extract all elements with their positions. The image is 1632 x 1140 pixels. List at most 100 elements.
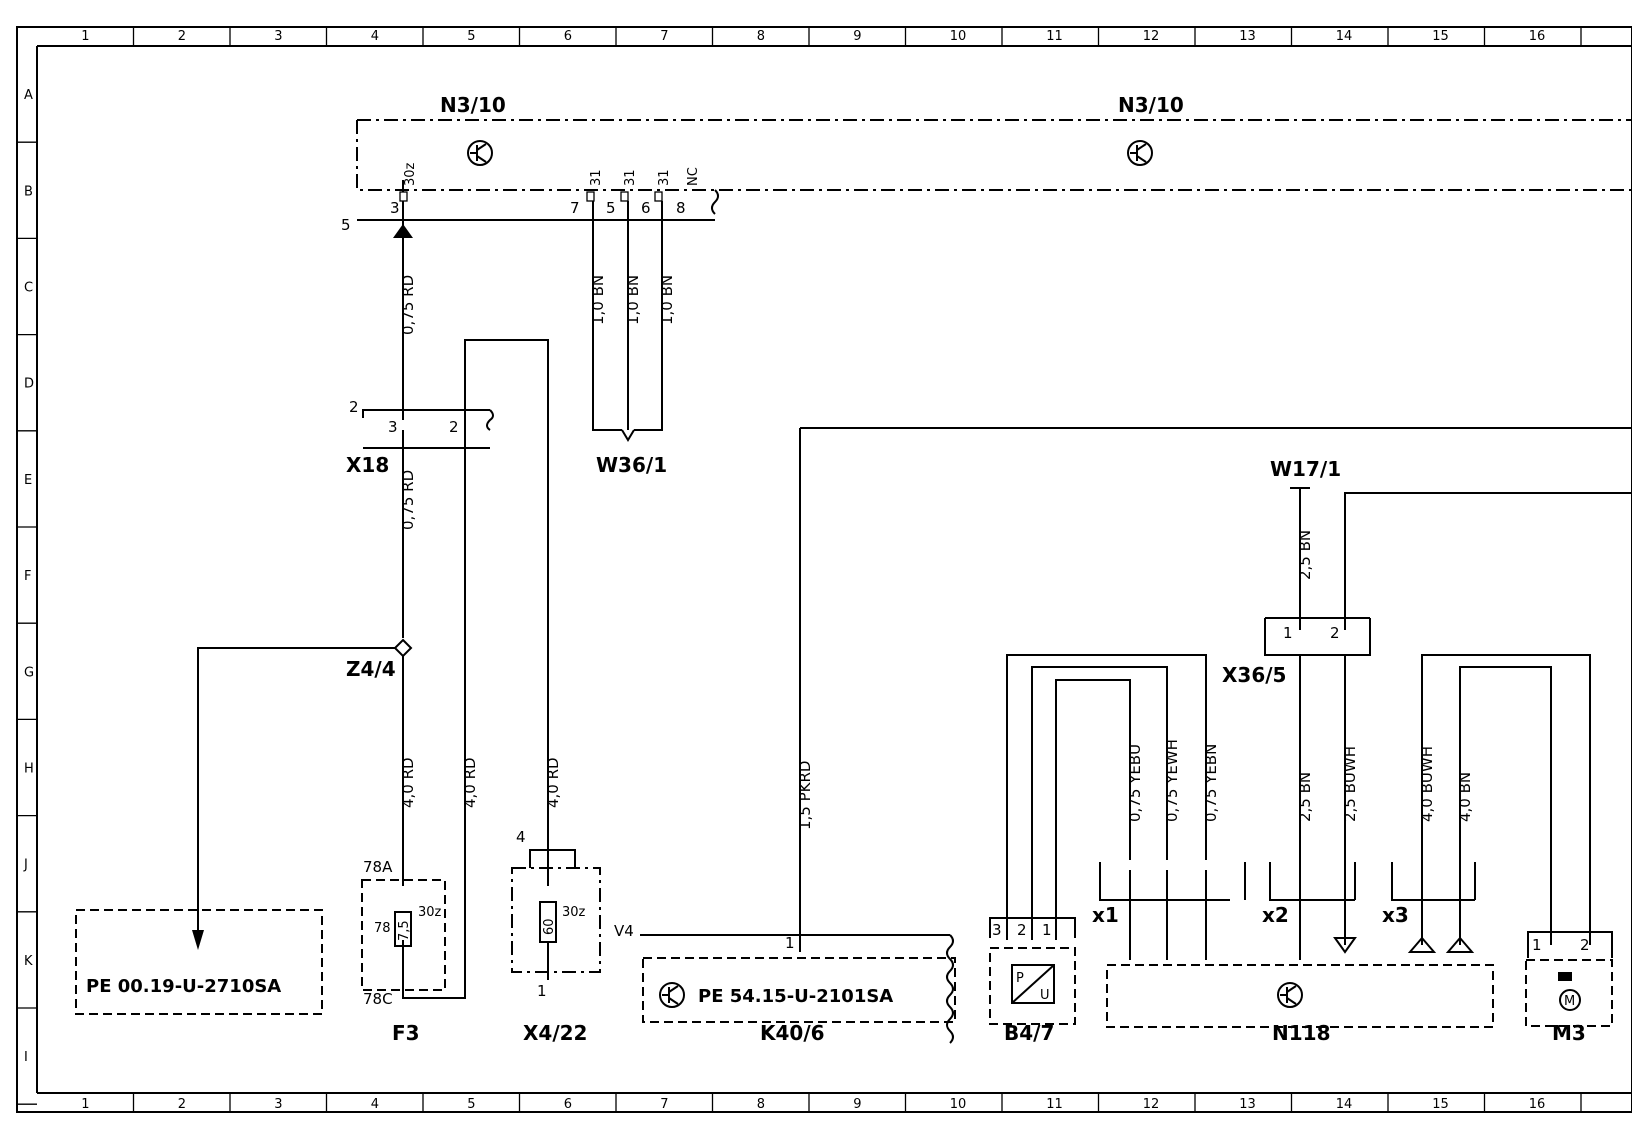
transistor-icon <box>659 982 685 1008</box>
wire-label: 0,75 YEWH <box>1163 739 1181 822</box>
wire-label: 0,75 RD <box>399 470 417 530</box>
x18-pin-3: 3 <box>388 418 398 436</box>
transistor-icon <box>1277 982 1303 1008</box>
pe-reference-k40[interactable]: PE 54.15-U-2101SA <box>698 986 893 1007</box>
k40-6-connector <box>640 934 954 1044</box>
x36-5-label: X36/5 <box>1222 663 1286 687</box>
f3-pin-78: 78 <box>374 921 391 936</box>
arrow-down-icon <box>192 930 204 950</box>
b4-7-wires <box>1006 654 1207 940</box>
f3-pin-78c: 78C <box>363 990 393 1008</box>
grid-row-label: G <box>24 665 34 680</box>
grid-row-label: F <box>24 569 31 584</box>
pressure-sensor-icon <box>1011 964 1055 1004</box>
x18-connector-number: 2 <box>349 398 359 416</box>
wire-label: 4,0 RD <box>399 757 417 808</box>
n3-pin-nc-label: NC <box>686 167 701 186</box>
connector-arrow-icon <box>393 224 413 238</box>
grid-row-label: B <box>24 184 33 199</box>
grid-column-label: 16 <box>1529 29 1546 44</box>
x2-connector <box>1269 862 1356 901</box>
pe-reference-box[interactable] <box>75 909 323 1015</box>
n3-pin-31-label: 31 <box>589 169 604 186</box>
n3-pin-5 <box>620 191 629 202</box>
grid-column-label: 7 <box>660 1097 668 1112</box>
pe-reference-left[interactable]: PE 00.19-U-2710SA <box>86 976 281 997</box>
grid-row-label: C <box>24 281 33 296</box>
wire-label: 1,0 BN <box>624 275 642 325</box>
x1-label: x1 <box>1092 903 1119 927</box>
grid-column-label: 4 <box>371 1097 379 1112</box>
grid-column-label: 9 <box>853 1097 861 1112</box>
grid-column-label: 10 <box>950 29 967 44</box>
wire-label: 0,75 YEBN <box>1202 744 1220 822</box>
n3-pin-3-label: 3 <box>390 199 400 217</box>
n3-connector-5-label: 5 <box>341 216 351 234</box>
f3-pin-30z: 30z <box>418 905 442 920</box>
f3-fuse-box <box>361 879 446 991</box>
grid-column-label: 6 <box>564 29 572 44</box>
arrow-up-icon <box>1407 936 1437 953</box>
x4-22-pin-1: 1 <box>537 982 547 1000</box>
n3-pin-6 <box>654 191 663 202</box>
w17-1-ground <box>1290 487 1310 630</box>
wire-label: 2,5 BN <box>1296 530 1314 580</box>
grid-column-label: 5 <box>467 1097 475 1112</box>
grid-column-label: 12 <box>1143 29 1160 44</box>
grid-column-label: 1 <box>81 1097 89 1112</box>
grid-column-label: 11 <box>1046 1097 1063 1112</box>
grid-row-label: J <box>23 858 28 873</box>
grid-column-label: 9 <box>853 29 861 44</box>
x4-22-label: X4/22 <box>523 1021 587 1045</box>
x3-connector <box>1391 862 1476 901</box>
n3-connector-5 <box>357 189 719 221</box>
k40-6-v4: V4 <box>614 922 634 940</box>
grid-column-label: 6 <box>564 1097 572 1112</box>
grid-column-label: 12 <box>1143 1097 1160 1112</box>
m3-connector <box>1527 931 1613 958</box>
n3-pin-5-label: 5 <box>606 199 616 217</box>
x2-wires <box>1299 655 1346 960</box>
n3-pin-6-label: 6 <box>641 199 651 217</box>
grid-column-label: 2 <box>178 1097 186 1112</box>
wire-label: 1,0 BN <box>658 275 676 325</box>
grid-row-label: E <box>24 473 32 488</box>
wire-label: 1,0 BN <box>589 275 607 325</box>
x1-connector <box>1099 862 1246 901</box>
n118-label: N118 <box>1272 1021 1331 1045</box>
grid-column-label: 7 <box>660 29 668 44</box>
grid-column-label: 3 <box>274 1097 282 1112</box>
n3-pin-8-label: 8 <box>676 199 686 217</box>
arrow-up-icon <box>1445 936 1475 953</box>
m3-pin-1: 1 <box>1532 936 1542 954</box>
b4-7-label: B4/7 <box>1004 1021 1054 1045</box>
b4-7-pin-3: 3 <box>992 921 1002 939</box>
grid-column-label: 8 <box>757 29 765 44</box>
grid-column-label: 13 <box>1239 29 1256 44</box>
arrow-down-icon <box>1333 937 1357 954</box>
n3-pin-7 <box>586 191 595 202</box>
wire-label: 0,75 YEBU <box>1126 744 1144 822</box>
w36-1-label: W36/1 <box>596 453 667 477</box>
n118-box <box>1106 964 1494 1028</box>
k40-6-label: K40/6 <box>760 1021 825 1045</box>
x18-pin-2: 2 <box>449 418 459 436</box>
m3-motor-label: M <box>1564 994 1575 1009</box>
transistor-icon <box>1127 140 1153 166</box>
n3-pin-7-label: 7 <box>570 199 580 217</box>
grid-column-label: 14 <box>1336 29 1353 44</box>
n3-pin-30z-label: 30z <box>403 162 418 186</box>
wire-label: 4,0 BN <box>1456 772 1474 822</box>
grid-column-label: 4 <box>371 29 379 44</box>
grid-row-label: K <box>24 954 33 969</box>
x18-label: X18 <box>346 453 389 477</box>
wire-label: 1,5 PKRD <box>796 761 814 830</box>
grid-column-label: 15 <box>1432 29 1449 44</box>
b4-7-pin-1: 1 <box>1042 921 1052 939</box>
grid-column-label: 5 <box>467 29 475 44</box>
wire-label: 4,0 RD <box>544 757 562 808</box>
x36-5-connector <box>1264 617 1371 656</box>
